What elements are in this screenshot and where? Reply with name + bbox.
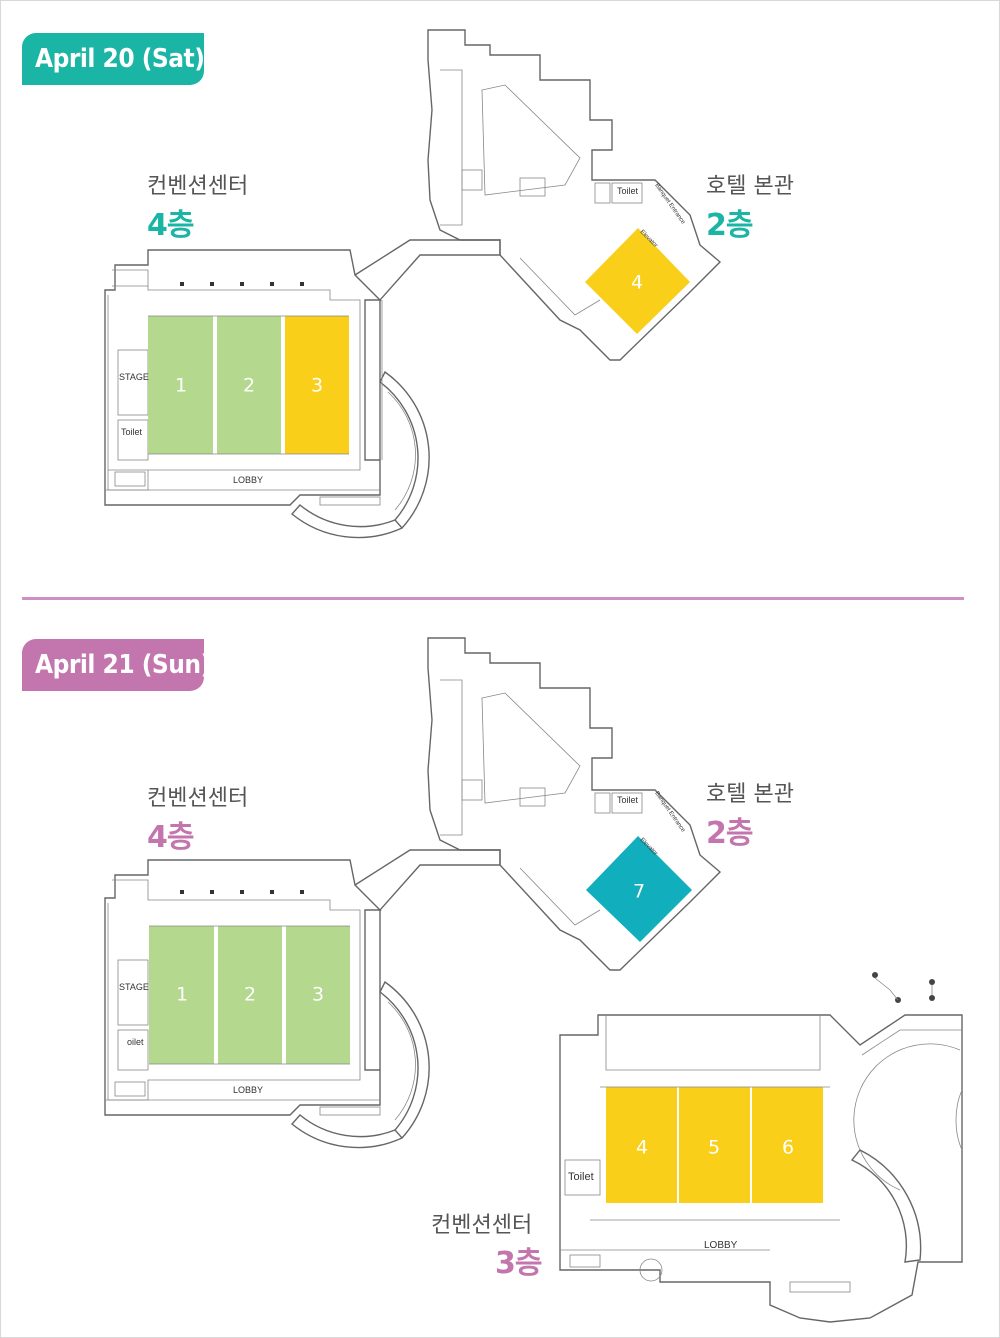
sun-room-3 — [286, 926, 350, 1064]
sun-room-1 — [149, 926, 214, 1064]
sat-room-2 — [217, 316, 281, 454]
sat-room-1 — [148, 316, 213, 454]
sun-hotel-venue: 호텔 본관 — [706, 782, 794, 807]
sat-hotel-floor: 2층 — [706, 208, 753, 243]
sat-room-4 — [585, 228, 690, 334]
sun-convention3-floor: 3층 — [495, 1246, 542, 1281]
section-divider — [22, 597, 964, 600]
sun-room-2 — [218, 926, 282, 1064]
sat-room-3 — [285, 316, 349, 454]
sun-convention4-venue: 컨벤션센터 — [147, 786, 249, 811]
saturday-date-badge: April 20 (Sat) — [22, 33, 205, 85]
sun-convention4-floor: 4층 — [147, 820, 194, 855]
sat-convention-4f-plan — [104, 239, 501, 539]
sun-room-7 — [586, 836, 692, 942]
sat-hotel-2f-plan — [427, 29, 722, 361]
sun-hotel-floor: 2층 — [706, 816, 753, 851]
sat-hotel-venue: 호텔 본관 — [706, 174, 794, 199]
sun-room-5 — [679, 1087, 750, 1203]
sun-convention-4f-plan — [104, 849, 501, 1149]
sun-hotel-2f-plan — [427, 637, 722, 971]
sun-convention-3f-plan — [559, 972, 963, 1323]
sunday-date-badge: April 21 (Sun) — [22, 639, 211, 691]
sat-convention-floor: 4층 — [147, 208, 194, 243]
sun-room-6 — [752, 1087, 823, 1203]
sun-room-4 — [606, 1087, 677, 1203]
sat-convention-venue: 컨벤션센터 — [147, 174, 249, 199]
sun-convention3-venue: 컨벤션센터 — [431, 1213, 533, 1238]
